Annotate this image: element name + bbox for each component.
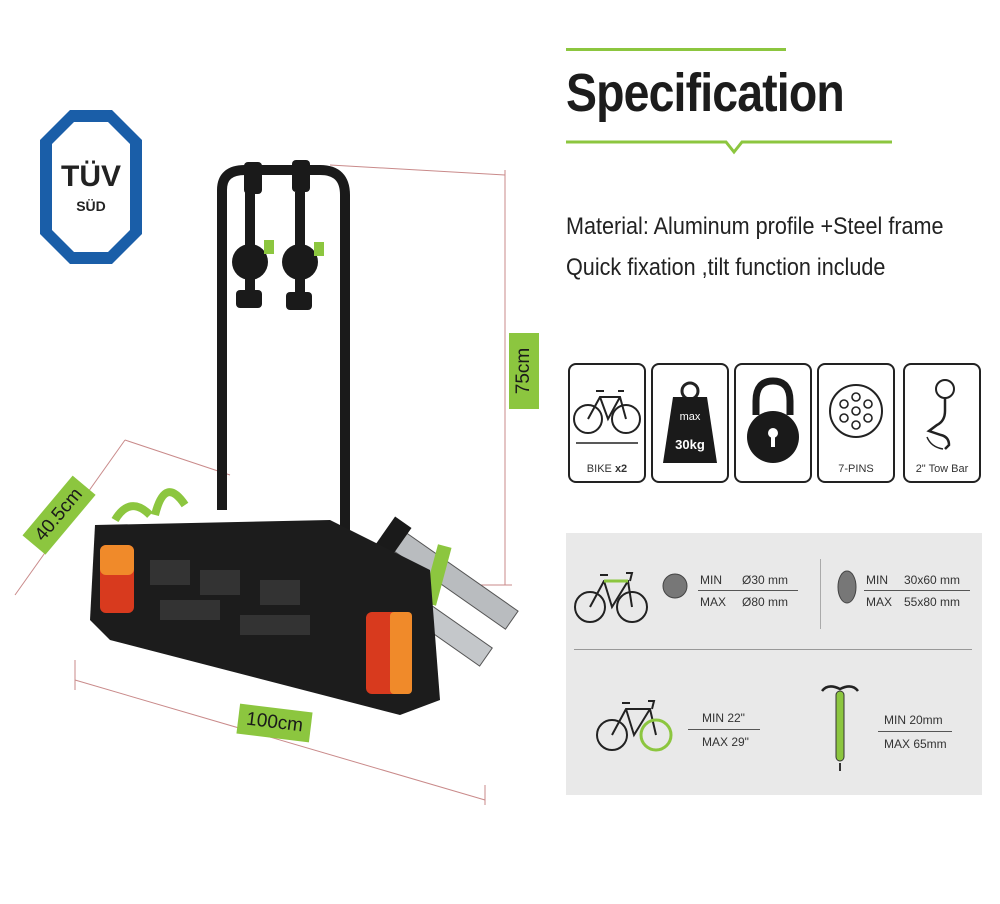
title-top-rule (566, 48, 786, 51)
wheel-min: MIN 22" (702, 711, 745, 725)
wheel-size-bike-icon (596, 700, 673, 752)
oval-max-value: 55x80 mm (904, 595, 961, 609)
wheel-max: MAX 29" (702, 735, 749, 749)
feature-tow-bar-caption: 2" Tow Bar (915, 463, 969, 475)
title-bottom-rule (566, 140, 892, 155)
feature-tow-bar: 2" Tow Bar (903, 363, 981, 483)
lock-icon (747, 377, 799, 463)
oval-min-value: 30x60 mm (904, 573, 961, 587)
oval-min-label: MIN (866, 573, 888, 587)
round-max-value: Ø80 mm (742, 595, 789, 609)
tire-min: MIN 20mm (884, 713, 943, 727)
product-illustration: 100cm 75cm 40.5cm (14, 160, 539, 805)
tire-width-icon (821, 685, 859, 771)
spec-title: Specification (566, 63, 845, 123)
round-min-label: MIN (700, 573, 722, 587)
badge-line2: SÜD (76, 198, 106, 214)
feature-bike-capacity: BIKE x2 (568, 363, 646, 483)
compatibility-panel: MIN Ø30 mm MAX Ø80 mm MIN 30x60 mm MAX 5… (566, 533, 982, 795)
feature-max-weight: max 30kg (651, 363, 729, 483)
panel-divider-vertical (820, 559, 821, 629)
feature-weight-value: 30kg (675, 437, 705, 452)
feature-bike-caption: BIKE (586, 463, 612, 475)
feature-lock (734, 363, 812, 483)
tuv-sud-badge: TÜV SÜD (38, 108, 144, 266)
spec-quick-fixation: Quick fixation ,tilt function include (566, 254, 886, 281)
feature-7-pins: 7-PINS (817, 363, 895, 483)
feature-7-pins-caption: 7-PINS (838, 463, 874, 475)
panel-divider-horizontal (574, 649, 972, 650)
height-dimension-label: 75cm (509, 333, 539, 409)
oval-tube-icon (837, 570, 857, 604)
bike-carrier-image (14, 160, 519, 805)
plug-icon (829, 384, 883, 438)
round-min-value: Ø30 mm (742, 573, 789, 587)
bike-icon (573, 390, 641, 444)
spec-material: Material: Aluminum profile +Steel frame (566, 213, 944, 240)
feature-bike-suffix: x2 (614, 463, 628, 475)
tire-max: MAX 65mm (884, 737, 947, 751)
round-max-label: MAX (700, 595, 727, 609)
tuv-octagon-icon (40, 110, 142, 264)
round-tube-icon (662, 573, 688, 599)
tow-bar-icon (926, 379, 955, 450)
oval-max-label: MAX (866, 595, 893, 609)
frame-bike-icon (574, 572, 648, 623)
weight-icon (663, 381, 717, 463)
feature-weight-top: max (679, 411, 701, 423)
badge-line1: TÜV (61, 160, 121, 193)
